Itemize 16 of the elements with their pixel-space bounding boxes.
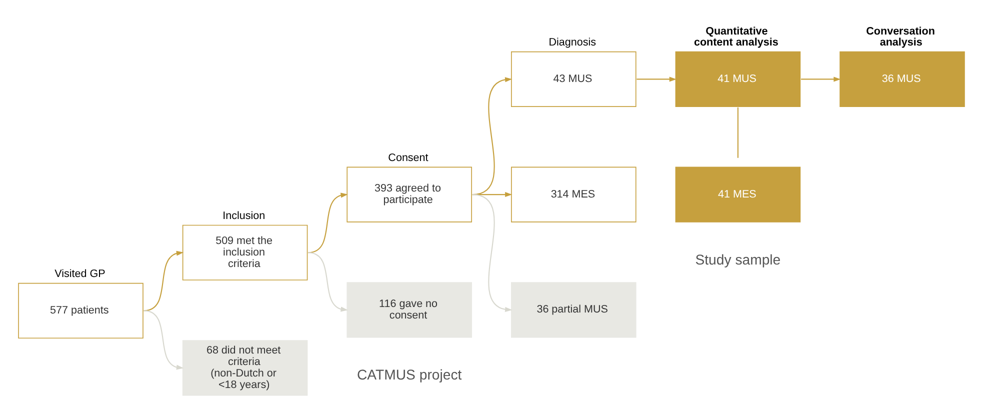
node-label: Visited GP bbox=[54, 268, 106, 280]
connector bbox=[737, 107, 738, 158]
node-label: Conversation analysis bbox=[866, 26, 935, 49]
arrow bbox=[636, 76, 677, 82]
node-label: Diagnosis bbox=[548, 36, 596, 49]
arrow bbox=[308, 192, 348, 254]
node-label: Inclusion bbox=[222, 210, 266, 222]
label: CATMUS project bbox=[357, 366, 462, 383]
node-label: Consent bbox=[388, 152, 428, 164]
arrow bbox=[801, 76, 841, 82]
arrow bbox=[144, 250, 184, 312]
label: Study sample bbox=[695, 251, 781, 268]
arrow bbox=[472, 194, 512, 312]
arrow bbox=[144, 310, 184, 370]
node-label: Quantitative content analysis bbox=[694, 26, 778, 49]
arrow bbox=[308, 252, 348, 312]
